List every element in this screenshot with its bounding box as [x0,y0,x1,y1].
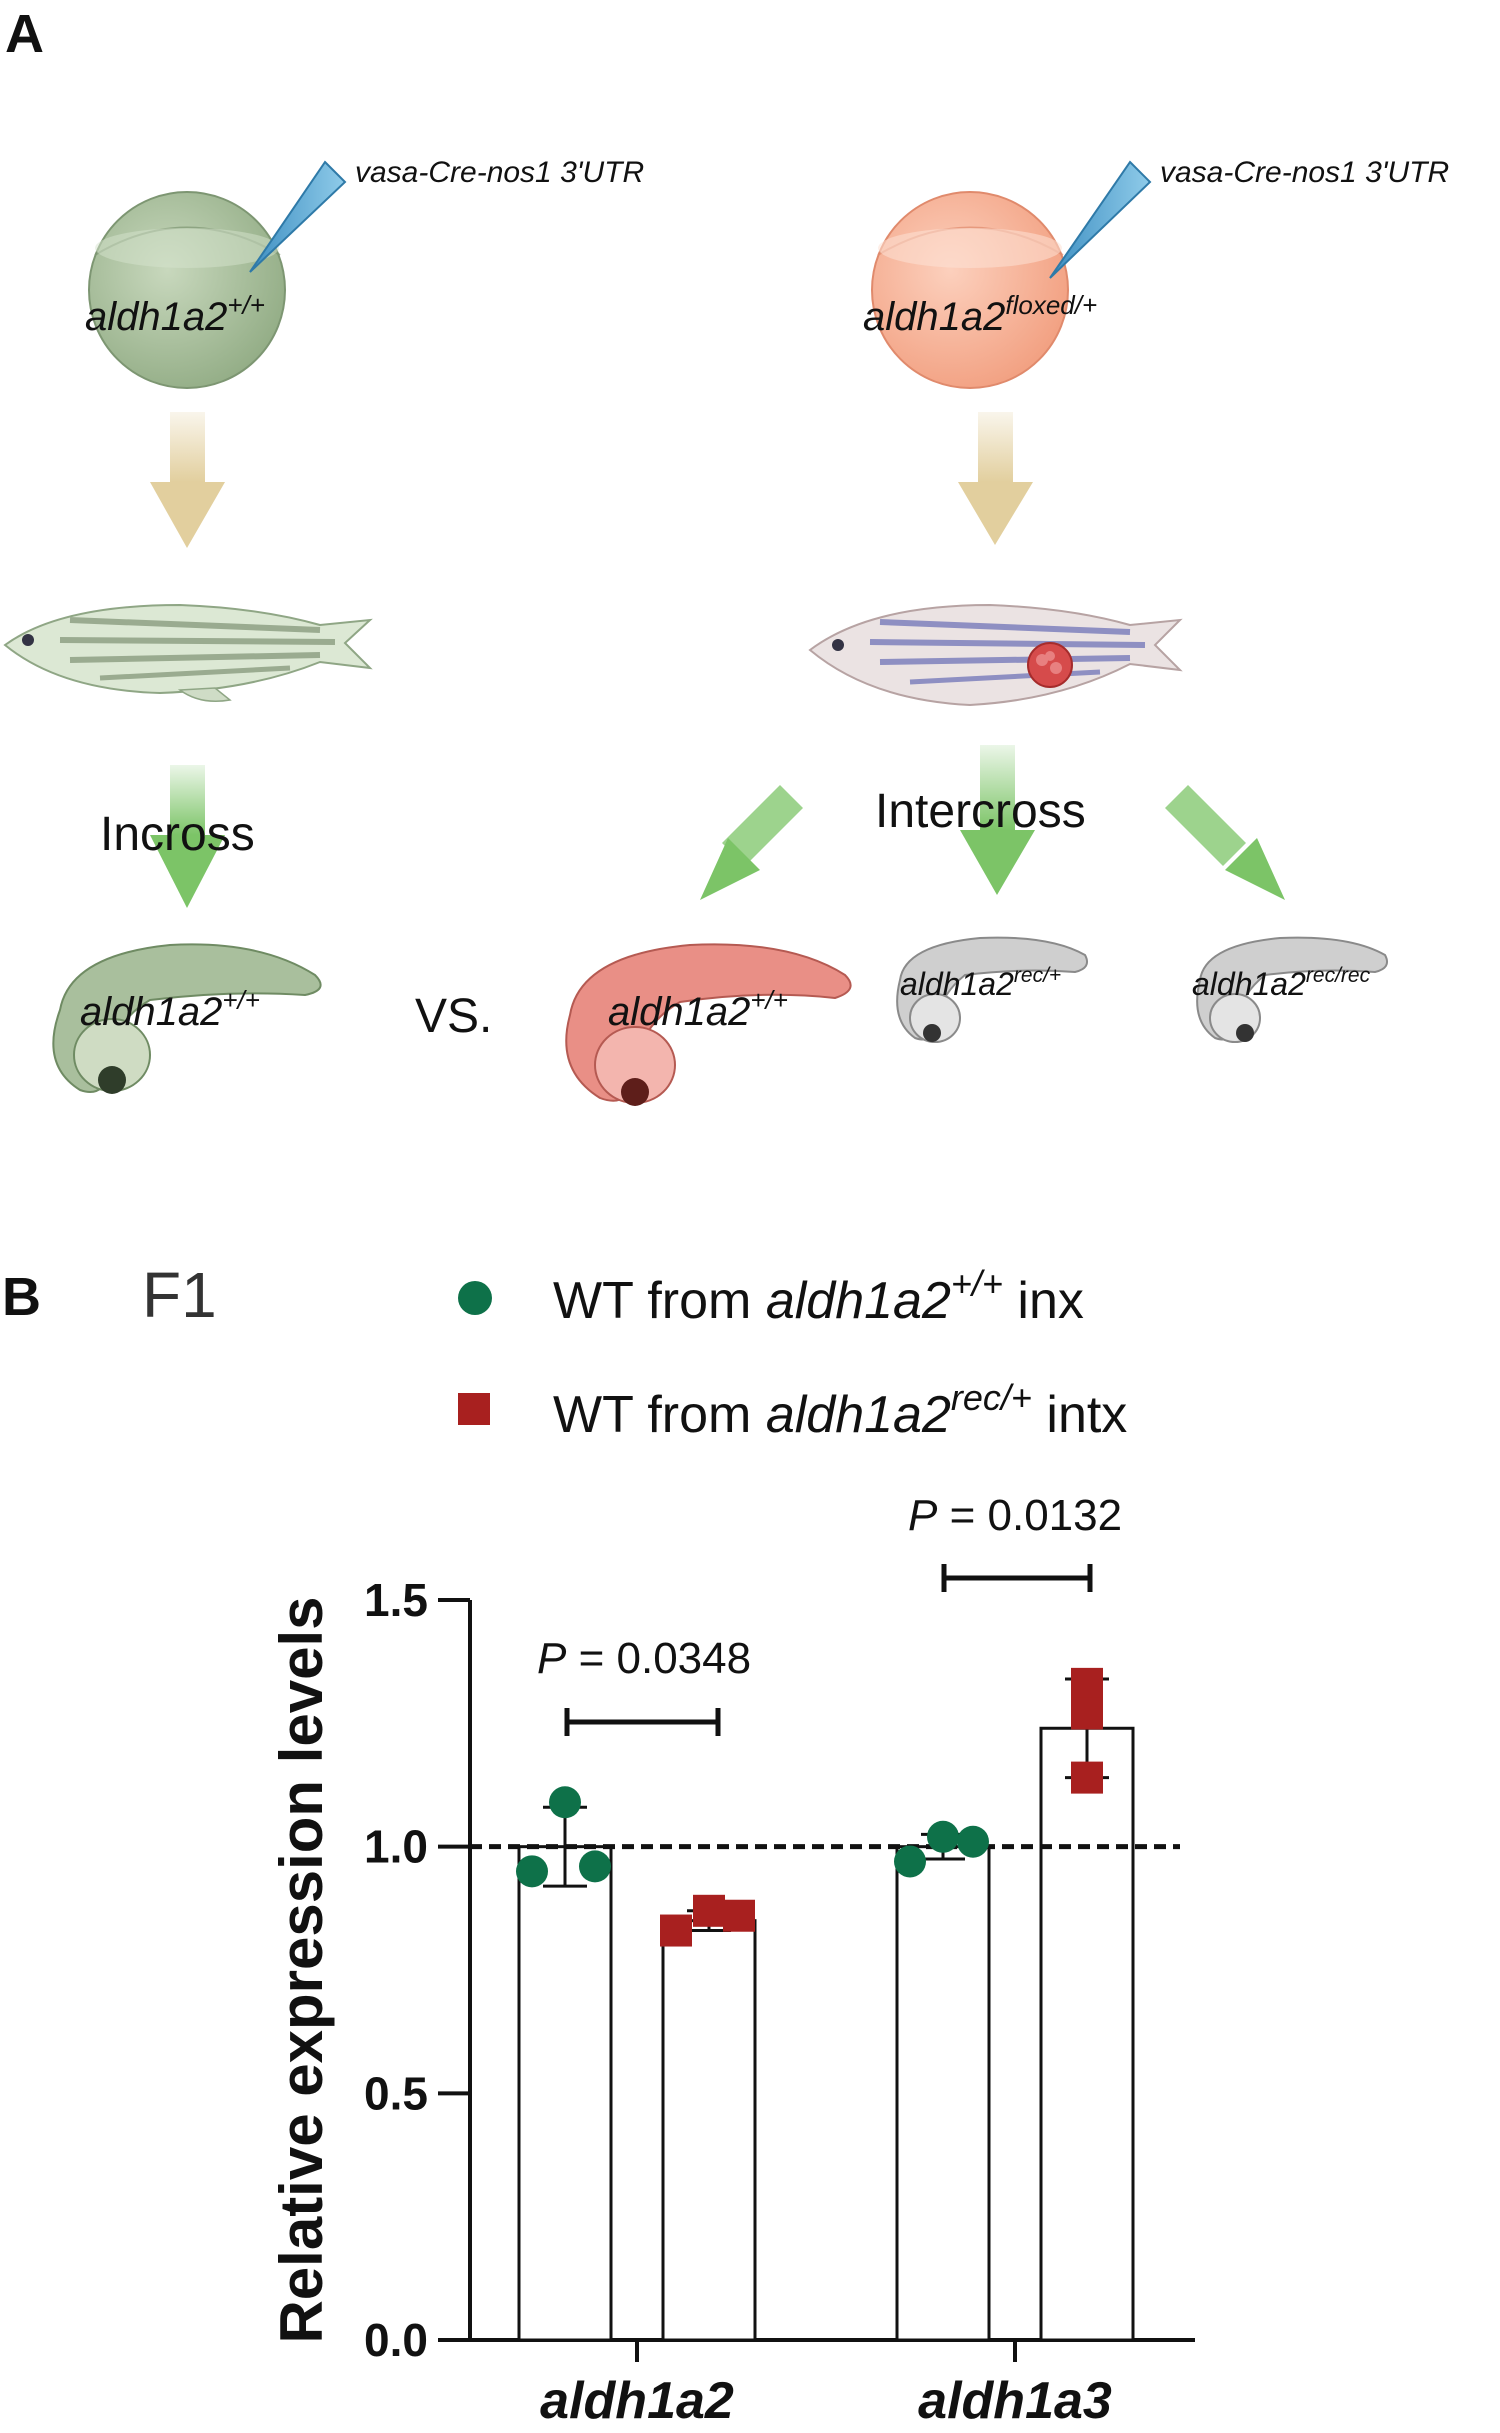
left-injection-label: vasa-Cre-nos1 3'UTR [355,156,644,189]
legend: WT from aldh1a2+/+ inx WT from aldh1a2re… [458,1263,1127,1444]
data-point [1071,1761,1103,1794]
p-value-label: P = 0.0132 [908,1491,1122,1540]
bar [1039,1726,1135,2342]
bar [895,1845,991,2342]
y-tick-label: 1.0 [364,1821,428,1873]
right-injection-label: vasa-Cre-nos1 3'UTR [1160,156,1449,189]
vs-label: VS. [415,990,492,1043]
x-tick-label: aldh1a3 [918,2372,1112,2430]
y-axis-label: Relative expression levels [268,1596,335,2343]
data-point [579,1850,611,1883]
data-point [723,1899,755,1932]
down-left-arrow-icon [700,785,803,900]
x-tick-label: aldh1a2 [540,2372,734,2430]
data-point [516,1855,548,1888]
p-value-label: P = 0.0348 [537,1634,751,1683]
down-right-arrow-icon [1165,785,1285,900]
down-arrow-icon [958,412,1033,545]
pipette-icon [249,160,347,273]
down-arrow-icon [960,745,1035,895]
down-arrow-icon [150,765,225,908]
data-point [927,1820,959,1853]
down-arrow-icon [150,412,225,548]
y-tick-label: 1.5 [364,1574,428,1626]
data-point [549,1786,581,1819]
panel-b-subtitle: F1 [142,1259,217,1331]
embryo-mid-genotype: aldh1a2+/+ [608,985,788,1034]
data-point [660,1914,692,1947]
wildtype-egg [88,191,286,389]
data-point [1071,1667,1103,1700]
embryo-het-genotype: aldh1a2rec/+ [900,964,1061,1002]
bar [661,1919,757,2342]
data-point [894,1845,926,1878]
incross-label: Incross [100,808,255,861]
y-tick-label: 0.5 [364,2067,428,2119]
wildtype-from-floxed-embryo-icon [565,943,852,1106]
zebrafish-adult-icon [3,603,373,702]
legend-entry-wt-intx: WT from aldh1a2rec/+ intx [553,1377,1127,1444]
right-egg-genotype: aldh1a2floxed/+ [863,290,1097,339]
bar-chart: 0.0 0.5 1.0 1.5 Relative expression levels al… [268,1491,1195,2430]
floxed-egg [871,191,1069,389]
intercross-label: Intercross [875,785,1086,838]
bar [517,1845,613,2342]
y-tick-label: 0.0 [364,2314,428,2366]
zebrafish-adult-icon [808,603,1183,707]
data-point [693,1894,725,1927]
legend-marker-circle [458,1281,492,1315]
left-egg-genotype: aldh1a2+/+ [85,290,265,339]
gonad-icon [1027,642,1073,688]
wildtype-embryo-icon [52,943,322,1094]
legend-marker-square [458,1393,490,1425]
data-point [1071,1697,1103,1730]
panel-b-label: B [2,1267,41,1327]
homozygous-embryo-icon [1196,936,1388,1043]
pipette-icon [1049,160,1152,279]
embryo-hom-genotype: aldh1a2rec/rec [1192,964,1371,1002]
panel-a-label: A [5,4,44,64]
data-point [957,1825,989,1858]
heterozygous-embryo-icon [896,936,1088,1043]
embryo-left-genotype: aldh1a2+/+ [80,985,260,1034]
legend-entry-wt-inx: WT from aldh1a2+/+ inx [553,1263,1084,1330]
